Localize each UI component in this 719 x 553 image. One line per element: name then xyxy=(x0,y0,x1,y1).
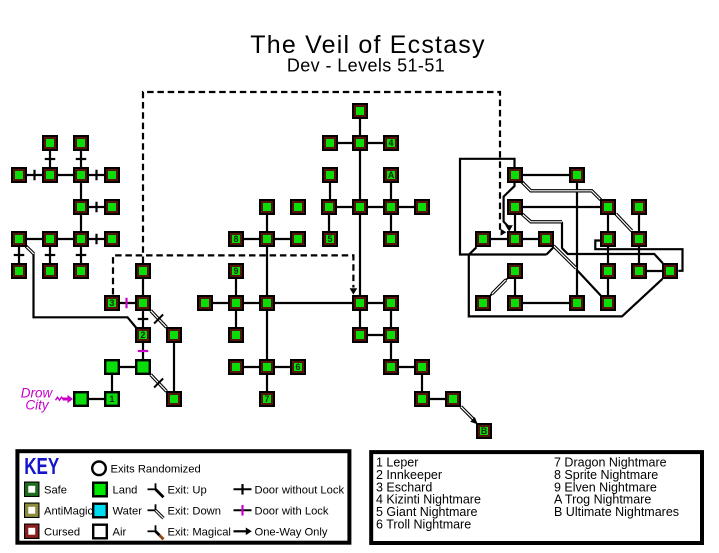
svg-text:5 Giant Nightmare: 5 Giant Nightmare xyxy=(376,505,477,519)
svg-text:A: A xyxy=(388,170,395,180)
svg-text:Door without Lock: Door without Lock xyxy=(255,485,345,497)
svg-text:5: 5 xyxy=(328,234,333,244)
svg-text:3: 3 xyxy=(110,298,115,308)
svg-text:Safe: Safe xyxy=(44,485,67,497)
svg-text:2: 2 xyxy=(141,330,146,340)
svg-text:A Trog Nightmare: A Trog Nightmare xyxy=(554,493,651,507)
svg-text:Air: Air xyxy=(113,527,127,539)
svg-text:6: 6 xyxy=(296,362,301,372)
svg-text:B Ultimate Nightmares: B Ultimate Nightmares xyxy=(554,505,679,519)
svg-text:1 Leper: 1 Leper xyxy=(376,456,418,470)
svg-text:City: City xyxy=(25,398,49,413)
svg-text:7: 7 xyxy=(265,394,270,404)
svg-text:B: B xyxy=(481,426,487,436)
svg-text:6 Troll Nightmare: 6 Troll Nightmare xyxy=(376,518,471,532)
svg-text:AntiMagic: AntiMagic xyxy=(44,506,94,518)
svg-text:Drow: Drow xyxy=(21,386,54,401)
svg-text:3 Eschard: 3 Eschard xyxy=(376,480,432,494)
svg-text:7 Dragon Nightmare: 7 Dragon Nightmare xyxy=(554,456,667,470)
svg-text:Exits Randomized: Exits Randomized xyxy=(111,463,201,475)
svg-text:1: 1 xyxy=(110,394,115,404)
svg-text:Land: Land xyxy=(113,485,138,497)
svg-text:4 Kizinti Nightmare: 4 Kizinti Nightmare xyxy=(376,493,481,507)
svg-text:Cursed: Cursed xyxy=(44,527,80,539)
svg-text:One-Way Only: One-Way Only xyxy=(255,527,328,539)
svg-text:Exit: Up: Exit: Up xyxy=(168,485,207,497)
svg-text:8 Sprite Nightmare: 8 Sprite Nightmare xyxy=(554,468,658,482)
svg-text:9 Elven Nightmare: 9 Elven Nightmare xyxy=(554,480,657,494)
svg-text:Door with Lock: Door with Lock xyxy=(255,506,329,518)
svg-text:4: 4 xyxy=(389,138,394,148)
svg-text:Exit: Down: Exit: Down xyxy=(168,506,221,518)
svg-text:Dev - Levels 51-51: Dev - Levels 51-51 xyxy=(287,56,445,76)
svg-text:Exit: Magical: Exit: Magical xyxy=(168,527,231,539)
svg-text:KEY: KEY xyxy=(24,455,59,480)
svg-text:The Veil of Ecstasy: The Veil of Ecstasy xyxy=(250,31,485,59)
svg-text:Water: Water xyxy=(113,506,143,518)
svg-text:8: 8 xyxy=(234,234,239,244)
svg-text:2 Innkeeper: 2 Innkeeper xyxy=(376,468,442,482)
svg-text:9: 9 xyxy=(234,266,239,276)
